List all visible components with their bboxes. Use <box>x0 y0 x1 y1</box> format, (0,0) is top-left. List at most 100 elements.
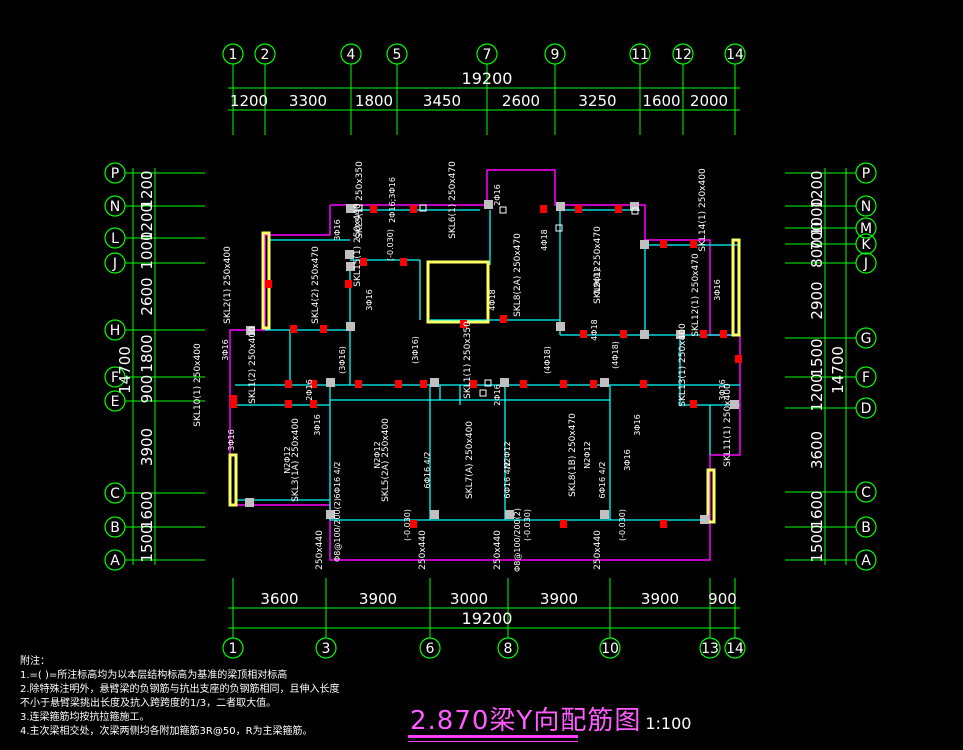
rebar-label: (3Φ16) <box>338 346 347 374</box>
rebar-mark <box>520 380 527 388</box>
axis-label-top: 4 <box>347 47 356 63</box>
dim-bottom: 3900 <box>359 590 397 608</box>
axis-label-left: P <box>111 166 119 182</box>
dim-left: 900 <box>138 375 156 404</box>
notes-line: 不小于悬臂梁挑出长度及抗入跨跨度的1/3，二者取大值。 <box>20 698 277 709</box>
dim-top: 1800 <box>355 92 393 110</box>
axis-bubble-right <box>855 195 877 217</box>
dim-bottom: 3000 <box>450 590 488 608</box>
axis-label-right: D <box>861 401 872 417</box>
dim-left: 1000 <box>138 231 156 269</box>
rebar-label: 6Φ16 4/2 <box>423 452 432 489</box>
dim-right: 1200 <box>808 170 826 208</box>
notes-line: 2.除特殊注明外，悬臂梁的负钢筋与抗出支座的负钢筋相同，且伸入长度 <box>20 684 340 695</box>
axis-label-left: A <box>110 553 120 569</box>
rebar-mark <box>540 205 547 213</box>
column <box>640 240 649 249</box>
title-underline-thin <box>408 741 578 742</box>
dim-total-top: 19200 <box>462 69 513 88</box>
dim-left: 1800 <box>138 334 156 372</box>
notes-block: 附注： 1.=( )=所注标高均为以本层结构标高为基准的梁顶相对标高 2.除特殊… <box>20 655 340 739</box>
dim-total-bottom: 19200 <box>462 609 513 628</box>
axis-bubble-bottom <box>724 637 746 659</box>
rebar-mark <box>735 355 742 363</box>
beam-label: SKL7(A) 250x400 <box>465 421 475 499</box>
beam-label: SKL1(2) 250x400 <box>248 326 258 404</box>
column-bracket <box>499 206 507 214</box>
notes-line: 1.=( )=所注标高均为以本层结构标高为基准的梁顶相对标高 <box>20 670 288 681</box>
beam-label: 250x440 <box>493 530 503 570</box>
beam-label: 250x440 <box>315 530 325 570</box>
axis-label-right: P <box>862 166 870 182</box>
rebar-mark <box>470 380 477 388</box>
axis-bubble-right <box>855 252 877 274</box>
column-bracket <box>484 379 492 387</box>
column <box>700 515 709 524</box>
axis-bubble-right <box>855 162 877 184</box>
beam-label: SKL15(1) 250x440 <box>353 203 363 287</box>
dim-left: 1200 <box>138 170 156 208</box>
axis-label-bottom: 1 <box>229 641 238 657</box>
rebar-label: (-0.030) <box>386 229 395 261</box>
dim-right: 1600 <box>808 490 826 528</box>
rebar-mark <box>310 380 317 388</box>
rebar-mark <box>700 330 707 338</box>
rebar-label: (3Φ16) <box>411 336 420 364</box>
beam-label: SKL3(1A) 250x400 <box>291 418 301 502</box>
rebar-mark <box>615 205 622 213</box>
beam-label: SKL2(1) 250x400 <box>223 246 233 324</box>
axis-bubble-right <box>855 233 877 255</box>
beam-label: SKL5(1) 250x350 <box>355 161 365 239</box>
notes-line: 4.主次梁相交处，次梁两侧均各附加箍筋3R@50，R为主梁箍筋。 <box>20 726 313 737</box>
rebar-label: Φ8@100/200(2) <box>333 498 342 562</box>
axis-label-right: K <box>861 237 871 253</box>
rebar-label: 3Φ16 <box>365 289 374 311</box>
axis-bubble-right <box>855 366 877 388</box>
rebar-label: 4Φ18 <box>488 289 497 311</box>
dim-left: 1200 <box>138 203 156 241</box>
axis-label-right: F <box>862 370 870 386</box>
rebar-label: 6Φ16 4/2 <box>503 462 512 499</box>
rebar-label: (4Φ18) <box>611 341 620 369</box>
beam-label: SKL12(1) 250x470 <box>691 253 701 337</box>
dim-top: 2000 <box>690 92 728 110</box>
rebar-label: 3Φ16 <box>221 339 230 361</box>
rebar-mark <box>265 280 272 288</box>
drawing-scale: 1:100 <box>645 714 692 733</box>
rebar-label: 3Φ16 <box>313 414 322 436</box>
rebar-label: (-0.030) <box>618 509 627 541</box>
axis-label-left: F <box>111 370 119 386</box>
dim-right: 1200 <box>808 373 826 411</box>
column <box>640 330 649 339</box>
axis-bubble-right <box>855 397 877 419</box>
dim-left: 1600 <box>138 491 156 529</box>
column <box>326 378 335 387</box>
column <box>505 510 514 519</box>
rebar-mark <box>560 520 567 528</box>
axis-label-top: 9 <box>551 47 560 63</box>
dim-top: 3250 <box>578 92 616 110</box>
rebar-mark <box>500 315 507 323</box>
rebar-mark <box>660 240 667 248</box>
axis-label-top: 7 <box>483 47 492 63</box>
axis-label-right: N <box>861 199 871 215</box>
shear-wall <box>731 238 741 337</box>
axis-label-right: M <box>860 221 872 237</box>
column <box>730 400 739 409</box>
dim-total-left: 14700 <box>116 346 134 394</box>
rebar-mark <box>310 400 317 408</box>
rebar-label: 2Φ16 <box>305 379 314 401</box>
column-bracket <box>419 204 427 212</box>
notes-line: 附注： <box>20 656 50 667</box>
rebar-mark <box>345 280 352 288</box>
rebar-label: (-0.030) <box>523 509 532 541</box>
axis-label-bottom: 13 <box>701 641 719 657</box>
rebar-label: 6Φ16 4/2 <box>333 462 342 499</box>
dim-top: 3450 <box>423 92 461 110</box>
rebar-mark <box>620 330 627 338</box>
dim-bottom: 900 <box>708 590 737 608</box>
axis-label-top: 14 <box>726 47 744 63</box>
axis-bubble-right <box>855 549 877 571</box>
